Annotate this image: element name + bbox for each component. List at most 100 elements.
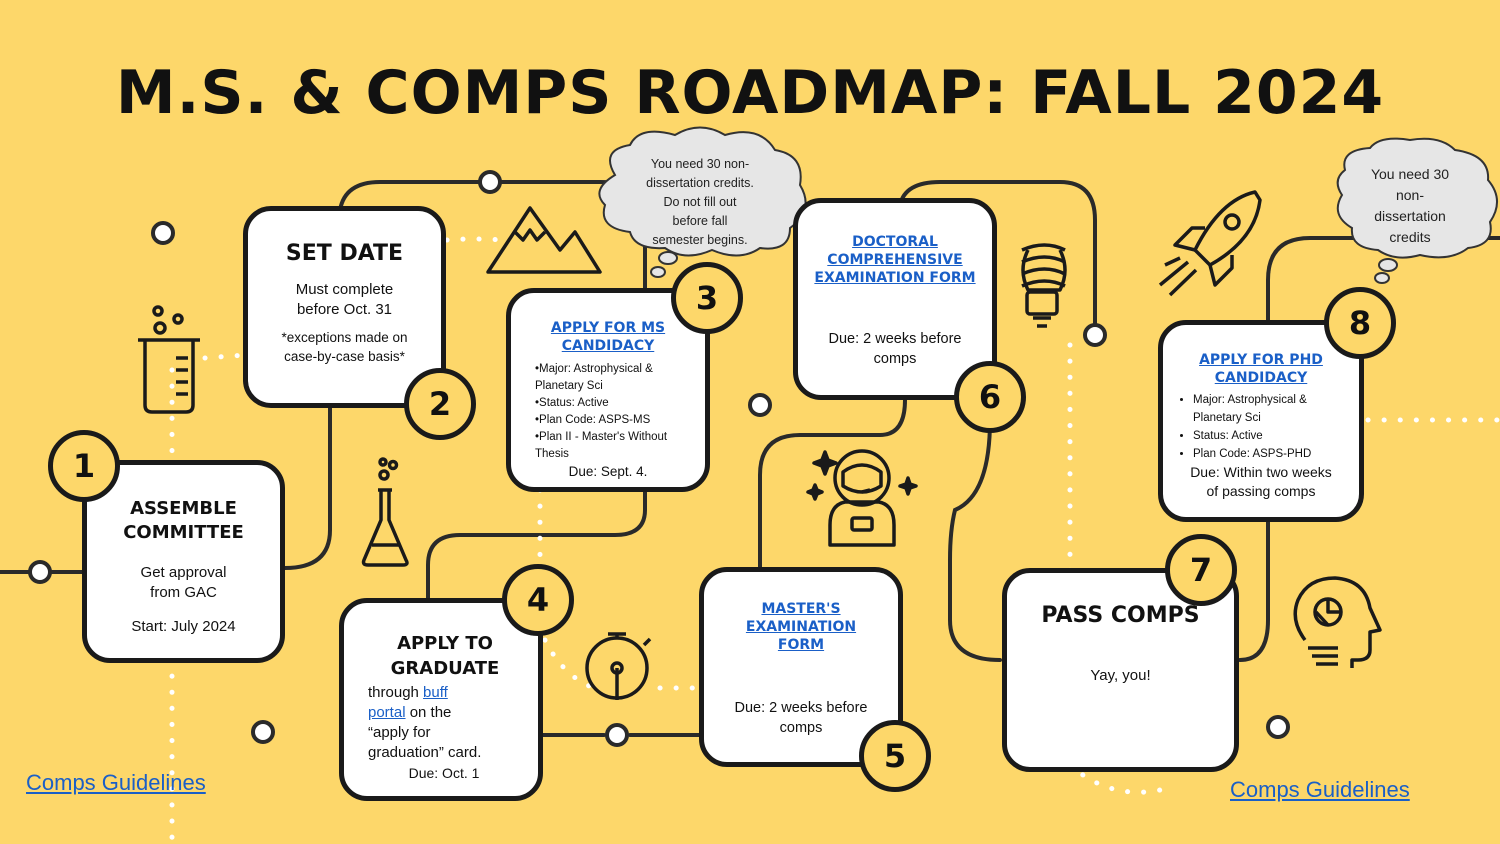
- node-circle: [605, 723, 629, 747]
- path-line: [948, 418, 1002, 662]
- phd-candidacy-link[interactable]: APPLY FOR PHD: [1199, 352, 1323, 368]
- masters-exam-form-link[interactable]: MASTER'S: [761, 601, 841, 617]
- path-line: [338, 180, 480, 212]
- step-badge-8: 8: [1324, 287, 1396, 359]
- path-line: [1238, 518, 1270, 662]
- step-item: •Plan II - Master's Without: [535, 431, 668, 443]
- step-badge-4: 4: [502, 564, 574, 636]
- dotted-trail: [444, 236, 508, 243]
- step-item: •Plan Code: ASPS-MS: [535, 414, 651, 426]
- step-card-6: DOCTORAL COMPREHENSIVE EXAMINATION FORM …: [793, 198, 997, 400]
- phd-candidacy-link[interactable]: CANDIDACY: [1214, 370, 1308, 386]
- step-card-1: ASSEMBLE COMMITTEE Get approval from GAC…: [82, 460, 285, 663]
- comps-guidelines-link-left[interactable]: Comps Guidelines: [26, 770, 206, 795]
- cloud-text-1: You need 30 non- dissertation credits. D…: [615, 155, 785, 250]
- node-circle: [151, 221, 175, 245]
- masters-exam-form-link[interactable]: EXAMINATION: [745, 619, 857, 635]
- step-card-8: APPLY FOR PHD CANDIDACY Major: Astrophys…: [1158, 320, 1364, 522]
- step-badge-1: 1: [48, 430, 120, 502]
- step-start: Start: July 2024: [131, 618, 236, 635]
- step-item: Status: Active: [1193, 427, 1349, 445]
- cloud-line: semester begins.: [652, 233, 748, 247]
- step-item: Major: Astrophysical &: [1193, 391, 1349, 409]
- stopwatch-icon: [585, 632, 652, 700]
- step-due: comps: [873, 351, 917, 367]
- step-text: before Oct. 31: [296, 301, 393, 318]
- step-card-4: APPLY TO GRADUATE through buff portal on…: [339, 598, 543, 801]
- step-item: •Status: Active: [535, 397, 609, 409]
- step-due: Due: Oct. 1: [408, 765, 480, 781]
- path-line: [758, 398, 907, 572]
- step-text: Must complete: [295, 281, 394, 298]
- cloud-line: credits: [1389, 229, 1431, 245]
- doctoral-exam-form-link[interactable]: DOCTORAL: [852, 234, 938, 250]
- step-title: ASSEMBLE COMMITTEE: [123, 498, 244, 543]
- step-card-7: PASS COMPS Yay, you!: [1002, 568, 1239, 772]
- step-item: Thesis: [535, 448, 569, 460]
- node-circle: [1266, 715, 1290, 739]
- rocket-icon: [1158, 190, 1262, 297]
- buff-portal-link[interactable]: buff: [423, 684, 448, 701]
- step-text: “apply for: [368, 724, 431, 741]
- thought-cloud-1: [598, 126, 807, 278]
- step-badge-7: 7: [1165, 534, 1237, 606]
- step-title: PASS COMPS: [1041, 603, 1200, 628]
- node-circle: [1083, 323, 1107, 347]
- cloud-line: Do not fill out: [663, 195, 737, 209]
- dotted-trail: [202, 352, 248, 361]
- step-due: comps: [779, 720, 823, 736]
- thought-cloud-2: [1336, 137, 1498, 284]
- node-circle: [748, 393, 772, 417]
- step-due: of passing comps: [1206, 483, 1316, 499]
- step-badge-2: 2: [404, 368, 476, 440]
- step-badge-3: 3: [671, 262, 743, 334]
- step-item: Planetary Sci: [535, 380, 603, 392]
- step-due: Due: 2 weeks before: [828, 331, 962, 347]
- step-text: Get approval: [140, 564, 227, 581]
- masters-exam-form-link[interactable]: FORM: [777, 637, 825, 653]
- doctoral-exam-form-link[interactable]: COMPREHENSIVE: [827, 252, 963, 268]
- step-due: Due: 2 weeks before: [734, 700, 868, 716]
- step-text: graduation” card.: [368, 744, 482, 761]
- cloud-line: before fall: [672, 214, 728, 228]
- ms-candidacy-link[interactable]: APPLY FOR MS: [550, 320, 666, 336]
- beaker-icon: [138, 305, 200, 414]
- step-title: GRADUATE: [390, 658, 500, 679]
- astronaut-icon: [806, 449, 918, 547]
- flask-icon: [361, 457, 409, 567]
- path-line: [1266, 236, 1500, 322]
- step-title: SET DATE: [285, 241, 404, 266]
- node-circle: [28, 560, 52, 584]
- step-item: Planetary Sci: [1193, 412, 1261, 424]
- head-icon: [1293, 576, 1382, 668]
- buff-portal-link[interactable]: portal: [368, 704, 406, 721]
- page-title: M.S. & COMPS ROADMAP: FALL 2024: [115, 58, 1385, 128]
- node-circle: [478, 170, 502, 194]
- lightbulb-icon: [1021, 243, 1067, 328]
- step-due: Due: Sept. 4.: [568, 464, 648, 479]
- step-text: from GAC: [150, 584, 217, 601]
- ms-candidacy-link[interactable]: CANDIDACY: [561, 338, 655, 354]
- step-item: •Major: Astrophysical &: [535, 363, 653, 375]
- step-badge-5: 5: [859, 720, 931, 792]
- step-due: Due: Within two weeks: [1190, 464, 1332, 480]
- step-title: APPLY TO: [397, 633, 493, 654]
- cloud-text-2: You need 30 non- dissertation credits: [1350, 164, 1470, 248]
- step-card-3: APPLY FOR MS CANDIDACY •Major: Astrophys…: [506, 288, 710, 492]
- comps-guidelines-link-right[interactable]: Comps Guidelines: [1230, 777, 1410, 802]
- cloud-line: dissertation credits.: [646, 176, 754, 190]
- path-line: [283, 398, 332, 570]
- cloud-line: dissertation: [1374, 208, 1446, 224]
- mountains-icon: [486, 206, 602, 274]
- step-text: through: [368, 684, 424, 701]
- dotted-trail: [1067, 762, 1163, 795]
- step-note: case-by-case basis*: [284, 349, 405, 364]
- cloud-line: You need 30 non-: [650, 157, 750, 171]
- doctoral-exam-form-link[interactable]: EXAMINATION FORM: [814, 270, 976, 286]
- step-card-2: SET DATE Must complete before Oct. 31 *e…: [243, 206, 446, 408]
- node-circle: [251, 720, 275, 744]
- step-badge-6: 6: [954, 361, 1026, 433]
- step-text: on the: [405, 704, 452, 721]
- path-line: [426, 488, 647, 602]
